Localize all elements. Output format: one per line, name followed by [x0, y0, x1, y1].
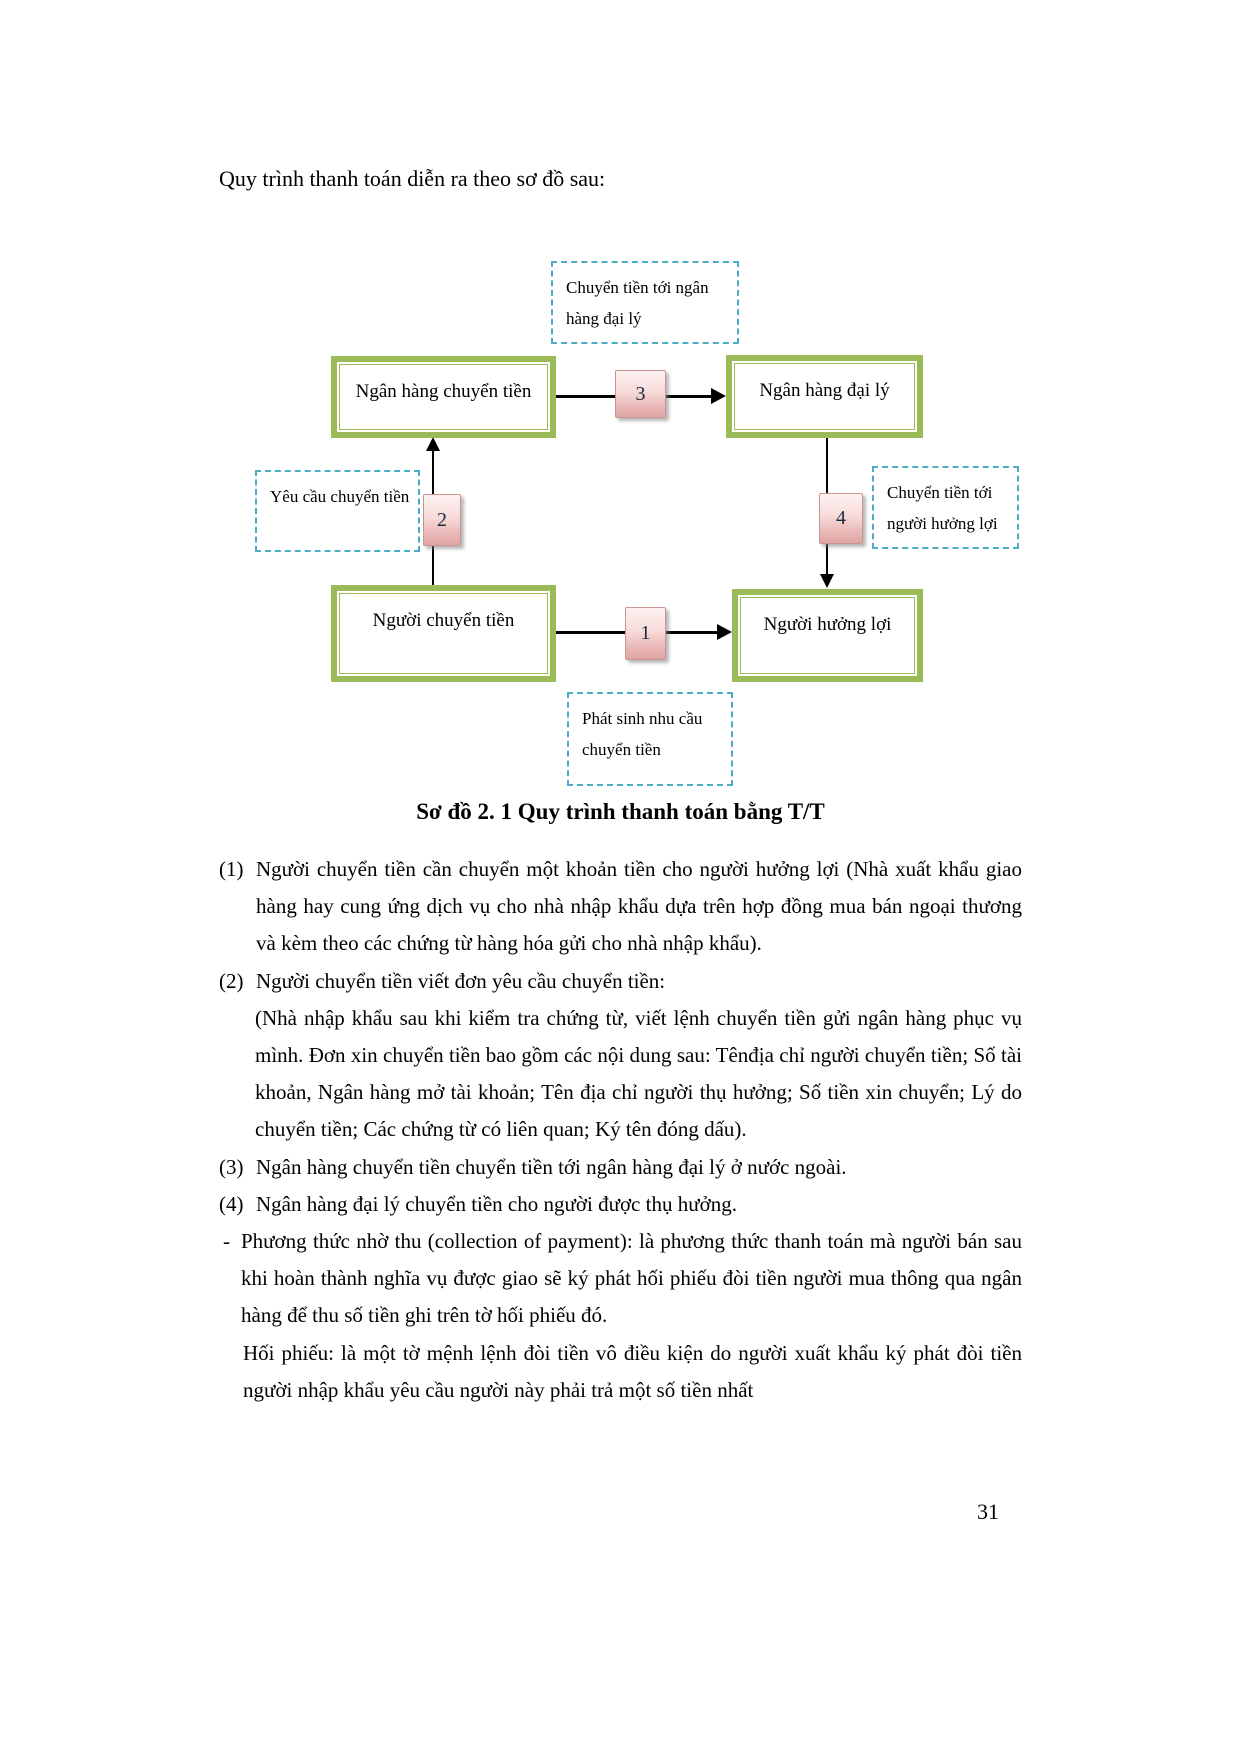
note-transfer-to-agent-bank: Chuyển tiền tới ngân hàng đại lý: [551, 261, 739, 344]
note-transfer-request: Yêu cầu chuyển tiền: [255, 470, 420, 552]
body-text: (1) Người chuyển tiền cần chuyển một khoả…: [219, 851, 1022, 1409]
node-inner-border: Ngân hàng chuyển tiền: [339, 364, 548, 430]
node-agent-bank: Ngân hàng đại lý: [726, 355, 923, 438]
node-inner-border: Người chuyển tiền: [339, 593, 548, 674]
list-item-1: (1) Người chuyển tiền cần chuyển một khoả…: [219, 851, 1022, 963]
node-label: Người chuyển tiền: [372, 610, 515, 631]
note-transfer-to-beneficiary: Chuyển tiền tới người hưởng lợi: [872, 466, 1019, 549]
list-item-4: (4) Ngân hàng đại lý chuyển tiền cho ngườ…: [219, 1186, 1022, 1223]
node-inner-border: Ngân hàng đại lý: [734, 363, 915, 430]
note-text: Chuyển tiền tới người hưởng lợi: [887, 483, 998, 533]
node-remitter: Người chuyển tiền: [331, 585, 556, 682]
step-1-badge: 1: [625, 607, 666, 660]
dash-marker: -: [223, 1229, 230, 1254]
step-3-badge: 3: [615, 370, 666, 418]
list-marker: (1): [219, 857, 244, 881]
arrowhead-right-step1: [717, 624, 732, 640]
list-item-text: Người chuyển tiền viết đơn yêu cầu chuyể…: [256, 968, 666, 993]
page-number: 31: [977, 1499, 999, 1524]
node-label: Ngân hàng chuyển tiền: [355, 381, 532, 402]
paragraph-remittance-order: (Nhà nhập khẩu sau khi kiểm tra chứng từ…: [255, 1005, 1022, 1142]
step-2-badge: 2: [423, 494, 461, 546]
note-need-arises: Phát sinh nhu cầu chuyển tiền: [567, 692, 733, 786]
node-label: Người hưởng lợi: [763, 614, 892, 635]
note-text: Phát sinh nhu cầu chuyển tiền: [582, 709, 703, 759]
intro-text: Quy trình thanh toán diễn ra theo sơ đồ …: [219, 166, 606, 191]
arrowhead-down-step4: [820, 574, 834, 588]
list-marker: (4): [219, 1191, 244, 1216]
step-number: 3: [635, 382, 646, 405]
paragraph-hoi-phieu: Hối phiếu: là một tờ mệnh lệnh đòi tiền …: [243, 1340, 1022, 1402]
node-label: Ngân hàng đại lý: [759, 380, 890, 401]
note-text: Chuyển tiền tới ngân hàng đại lý: [566, 278, 709, 328]
step-4-badge: 4: [819, 493, 863, 544]
list-item-text: Ngân hàng chuyển tiền chuyển tiền tới ng…: [256, 1154, 847, 1179]
node-inner-border: Người hưởng lợi: [740, 597, 915, 674]
list-item-2: (2) Người chuyển tiền viết đơn yêu cầu ch…: [219, 963, 1022, 1000]
node-remitting-bank: Ngân hàng chuyển tiền: [331, 356, 556, 438]
dash-item-collection: -Phương thức nhờ thu (collection of paym…: [219, 1223, 1022, 1335]
list-marker: (3): [219, 1154, 244, 1179]
dash-item-text: Phương thức nhờ thu (collection of payme…: [241, 1229, 1022, 1328]
list-item-text: Người chuyển tiền cần chuyển một khoản t…: [256, 857, 1022, 956]
diagram-caption: Sơ đồ 2. 1 Quy trình thanh toán bằng T/T: [416, 799, 825, 824]
list-marker: (2): [219, 968, 244, 993]
node-beneficiary: Người hưởng lợi: [732, 589, 923, 682]
list-item-text: Ngân hàng đại lý chuyển tiền cho người đ…: [256, 1191, 737, 1216]
arrowhead-up-step2: [426, 437, 440, 451]
arrowhead-right-step3: [711, 388, 726, 404]
step-number: 4: [836, 507, 846, 529]
list-item-3: (3) Ngân hàng chuyển tiền chuyển tiền tới…: [219, 1149, 1022, 1186]
note-text: Yêu cầu chuyển tiền: [270, 487, 410, 506]
step-number: 2: [437, 508, 447, 531]
step-number: 1: [640, 622, 651, 644]
